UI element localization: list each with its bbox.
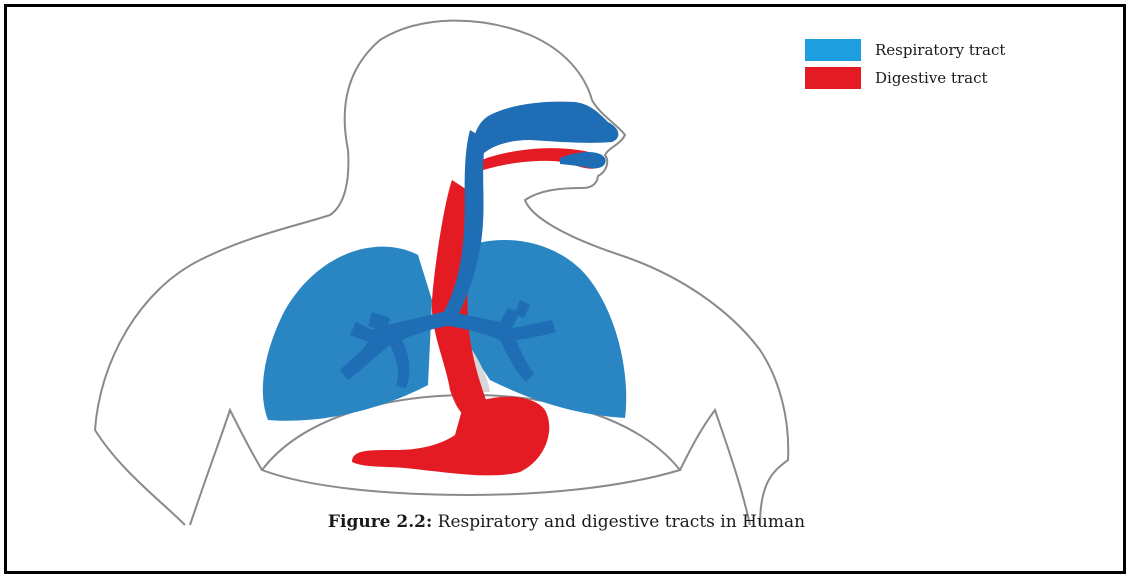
respiratory-swatch — [805, 39, 861, 61]
legend-label-digestive: Digestive tract — [875, 69, 988, 87]
left-shoulder-outline — [190, 410, 262, 525]
right-shoulder-outline — [680, 410, 750, 525]
stomach — [352, 397, 549, 476]
figure-caption: Figure 2.2: Respiratory and digestive tr… — [0, 512, 1133, 532]
legend: Respiratory tract Digestive tract — [805, 36, 1005, 92]
digestive-swatch — [805, 67, 861, 89]
legend-label-respiratory: Respiratory tract — [875, 41, 1005, 59]
legend-item-respiratory: Respiratory tract — [805, 36, 1005, 64]
legend-item-digestive: Digestive tract — [805, 64, 1005, 92]
caption-label: Figure 2.2: — [328, 512, 432, 532]
caption-text: Respiratory and digestive tracts in Huma… — [438, 512, 805, 532]
